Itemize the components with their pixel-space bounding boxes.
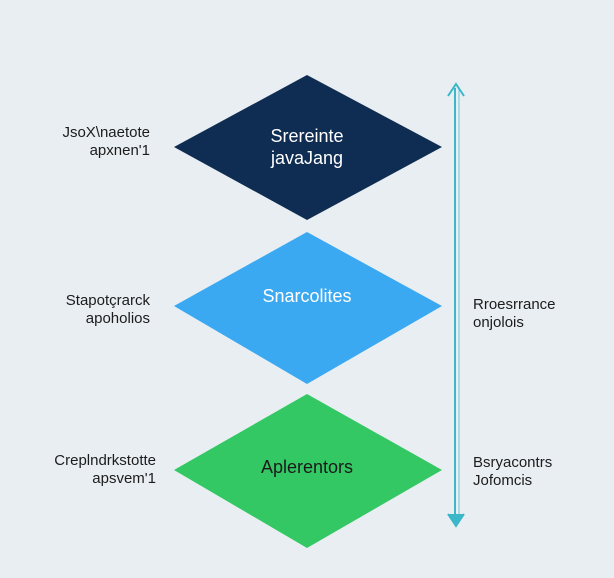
- tier-1-side-label-line-2: apxnen'1: [89, 142, 150, 159]
- tier-3-title-line-1: Aplerentors: [260, 457, 354, 477]
- tier-2-title: Snarcolites: [262, 285, 351, 307]
- arrow-head-up: [447, 82, 465, 97]
- right-label-lower: Bsryacontrs Jofomcis: [473, 454, 552, 490]
- tier-1-side-label: JsoX\naetote apxnen'1: [62, 124, 150, 160]
- tier-3-side-label: Creplndrkstotte apsvem'1: [54, 452, 156, 488]
- tier-1-diamond: [174, 75, 442, 220]
- tier-1-side-label-line-1: JsoX\naetote: [62, 124, 150, 141]
- tier-2-side-label: Stapotçrarck apoholios: [66, 292, 150, 328]
- tier-3-side-label-line-1: Creplndrkstotte: [54, 452, 156, 469]
- tier-2-side-label-line-2: apoholios: [85, 310, 150, 327]
- tier-1-title-line-2: javaJang: [270, 148, 344, 168]
- tier-3-diamond: [174, 394, 442, 548]
- tier-2-diamond: [174, 232, 442, 384]
- tier-2-side-label-line-1: Stapotçrarck: [65, 292, 150, 309]
- tier-1-title: Srereinte javaJang: [270, 125, 343, 169]
- vertical-double-arrow: [447, 82, 465, 528]
- arrow-head-down: [447, 513, 465, 528]
- tier-3-side-label-line-2: apsvem'1: [92, 470, 156, 487]
- tier-1-title-line-1: Srereinte: [270, 126, 344, 146]
- right-label-upper-line-2: onjolois: [473, 314, 524, 331]
- right-label-upper-line-1: Rroesrrance: [473, 296, 556, 313]
- tier-2-title-line-1: Snarcolites: [262, 286, 352, 306]
- right-label-lower-line-2: Jofomcis: [473, 472, 533, 489]
- right-label-upper: Rroesrrance onjolois: [473, 296, 556, 332]
- right-label-lower-line-1: Bsryacontrs: [473, 454, 553, 471]
- tier-3-title: Aplerentors: [261, 456, 353, 478]
